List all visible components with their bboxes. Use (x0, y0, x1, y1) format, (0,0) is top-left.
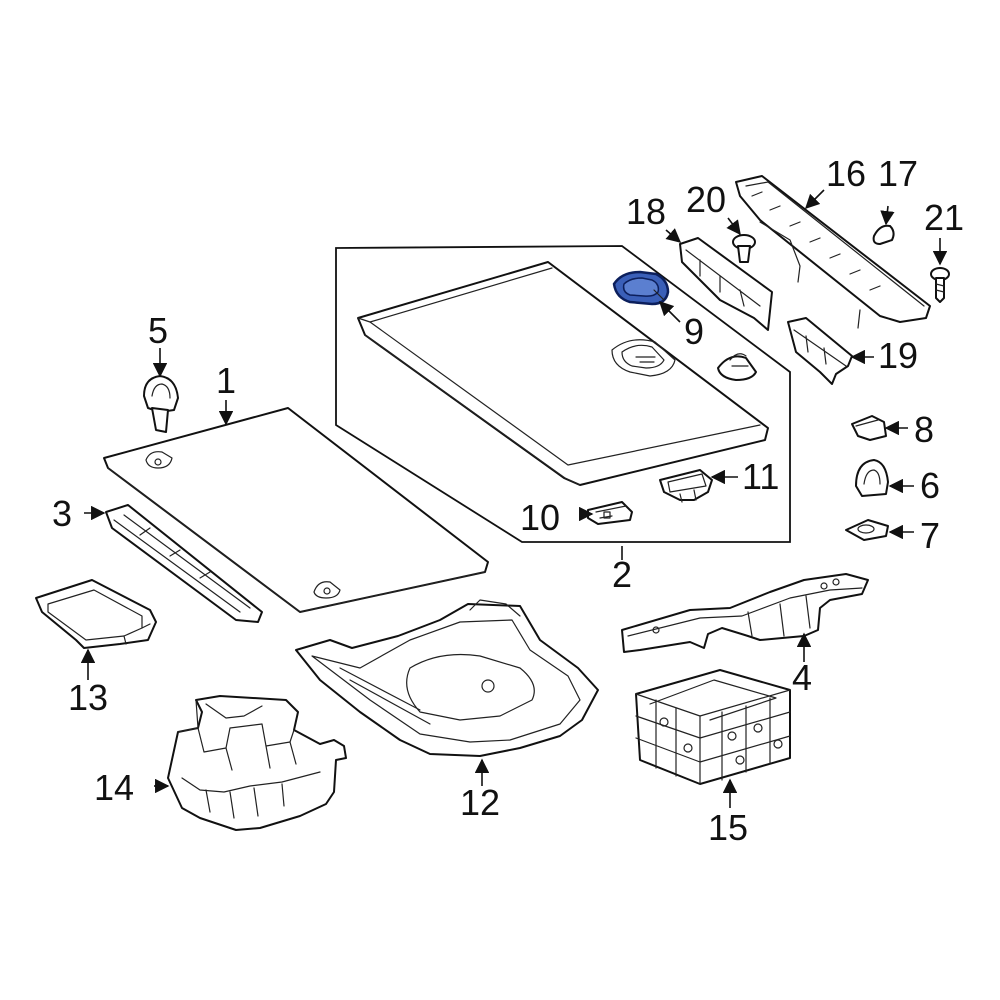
callout-21: 21 (924, 197, 964, 238)
callout-12: 12 (460, 782, 500, 823)
part-5-clip[interactable] (143, 375, 179, 433)
callout-17: 17 (878, 153, 918, 194)
part-1-floor-board[interactable] (103, 407, 489, 613)
callout-14: 14 (94, 767, 134, 808)
part-19-bracket[interactable] (787, 317, 853, 385)
part-8-clip[interactable] (851, 415, 887, 441)
callout-7: 7 (920, 515, 940, 556)
part-21-screw[interactable] (930, 267, 950, 303)
callout-15: 15 (708, 807, 748, 848)
part-4-crossmember[interactable] (621, 573, 869, 653)
part-17-cap[interactable] (872, 224, 895, 245)
part-6-cover[interactable] (855, 459, 889, 497)
leader-lines (80, 189, 948, 808)
callout-5: 5 (148, 310, 168, 351)
callout-11: 11 (742, 456, 779, 497)
part-13-tray[interactable] (35, 579, 157, 649)
part-10-clip[interactable] (587, 501, 633, 525)
callout-6: 6 (920, 465, 940, 506)
callout-18: 18 (626, 191, 666, 232)
callout-2: 2 (612, 554, 632, 595)
callout-1: 1 (216, 360, 236, 401)
part-9-handle-grommet[interactable] (612, 270, 670, 306)
callout-3: 3 (52, 493, 72, 534)
callout-labels: 1 2 3 4 5 6 7 8 9 10 11 12 13 14 15 16 1… (52, 153, 964, 848)
part-11-bracket[interactable] (659, 469, 713, 503)
part-20-push-pin[interactable] (732, 234, 756, 263)
callout-13: 13 (68, 677, 108, 718)
callout-10: 10 (520, 497, 560, 538)
floor-hook (717, 353, 757, 381)
callout-4: 4 (792, 657, 812, 698)
part-16-sill-plate[interactable] (735, 175, 931, 329)
part-7-mount[interactable] (845, 519, 889, 541)
part-3-rail[interactable] (105, 504, 263, 623)
callout-8: 8 (914, 409, 934, 450)
callout-9: 9 (684, 311, 704, 352)
part-2-load-floor[interactable] (357, 261, 769, 486)
callout-16: 16 (826, 153, 866, 194)
part-12-storage-tub[interactable] (295, 599, 599, 757)
part-15-crate[interactable] (635, 669, 791, 785)
callout-20: 20 (686, 179, 726, 220)
assembly-2-frame (335, 245, 791, 543)
callout-19: 19 (878, 335, 918, 376)
part-14-foam-insert[interactable] (167, 695, 347, 831)
part-18-bracket[interactable] (679, 237, 773, 331)
